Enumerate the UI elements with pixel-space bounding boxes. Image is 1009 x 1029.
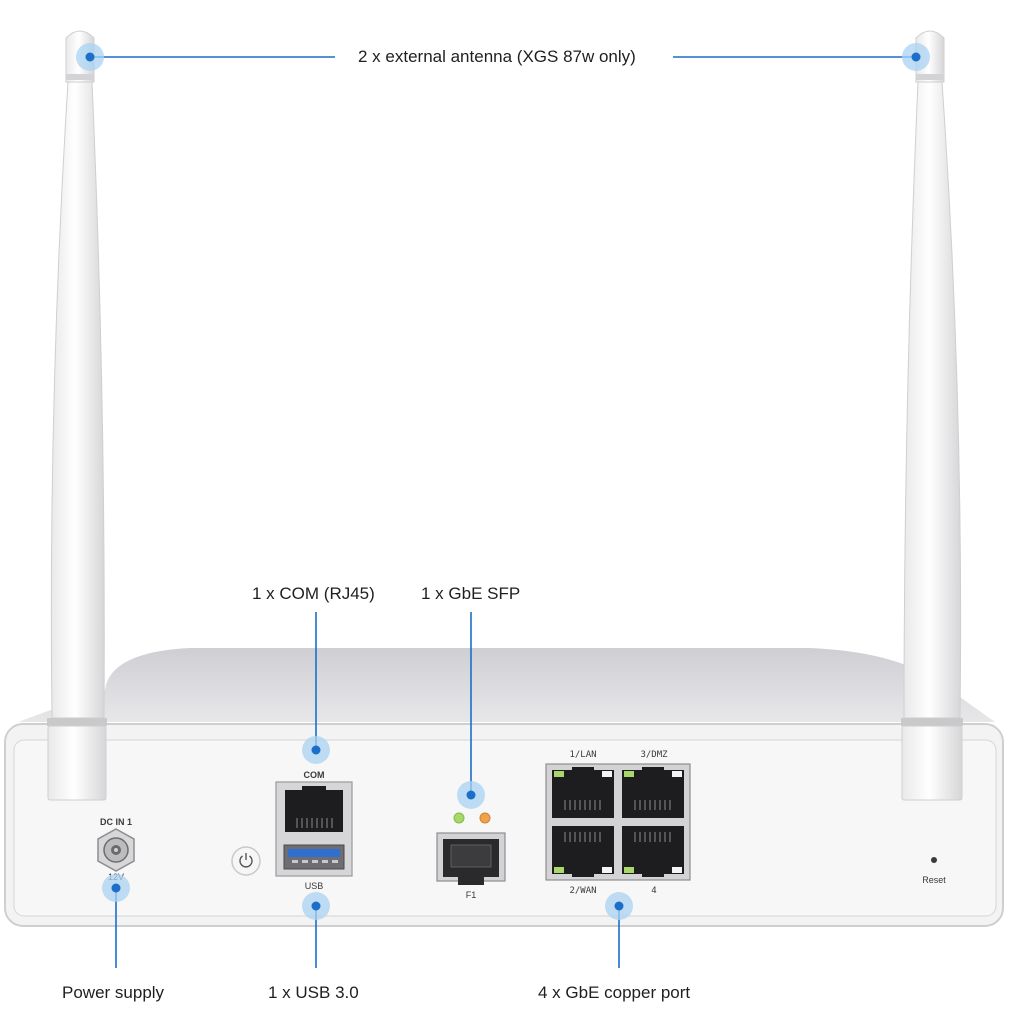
com-usb-block: COM USB — [275, 770, 353, 891]
chassis-top — [18, 648, 995, 722]
link-led — [624, 771, 634, 777]
port-3-dmz — [622, 767, 684, 818]
activity-led — [672, 771, 682, 777]
port-4 — [622, 826, 684, 877]
marker-power — [102, 874, 130, 902]
dmz3-label: 3/DMZ — [640, 750, 668, 760]
marker-sfp — [457, 781, 485, 809]
link-led — [554, 867, 564, 873]
marker-usb — [302, 892, 330, 920]
callout-com: 1 x COM (RJ45) — [252, 584, 375, 603]
port-2-wan — [552, 826, 614, 877]
callout-markers — [76, 43, 930, 920]
link-led — [554, 771, 564, 777]
link-led — [624, 867, 634, 873]
callout-power: Power supply — [62, 983, 165, 1002]
dc-in-label: DC IN 1 — [100, 817, 132, 827]
com-port-pins — [296, 818, 333, 828]
sfp-led-green — [453, 812, 465, 824]
power-button — [231, 846, 261, 876]
wan2-label: 2/WAN — [569, 886, 596, 896]
power-icon — [239, 855, 253, 868]
sfp-port: F1 — [436, 812, 506, 900]
marker-antenna-left — [76, 43, 104, 71]
port4-label: 4 — [651, 886, 656, 896]
marker-copper — [605, 892, 633, 920]
activity-led — [672, 867, 682, 873]
callout-usb: 1 x USB 3.0 — [268, 983, 359, 1002]
sfp-led-orange — [479, 812, 491, 824]
copper-port-block: 1/LAN 3/DMZ 2/WAN 4 — [545, 750, 691, 896]
lan1-label: 1/LAN — [569, 750, 596, 760]
reset-label: Reset — [922, 875, 946, 885]
sfp-port-label: F1 — [466, 890, 477, 900]
antenna-left — [47, 30, 107, 801]
activity-led — [602, 867, 612, 873]
activity-led — [602, 771, 612, 777]
callout-sfp: 1 x GbE SFP — [421, 584, 521, 603]
reset-button: Reset — [922, 857, 946, 885]
antenna-right — [901, 30, 963, 801]
callout-antenna: 2 x external antenna (XGS 87w only) — [358, 47, 636, 66]
callout-copper: 4 x GbE copper port — [538, 983, 691, 1002]
usb-label: USB — [305, 881, 324, 891]
com-label: COM — [304, 770, 325, 780]
marker-com — [302, 736, 330, 764]
marker-antenna-right — [902, 43, 930, 71]
port-1-lan — [552, 767, 614, 818]
chassis-front-inner — [13, 739, 997, 917]
